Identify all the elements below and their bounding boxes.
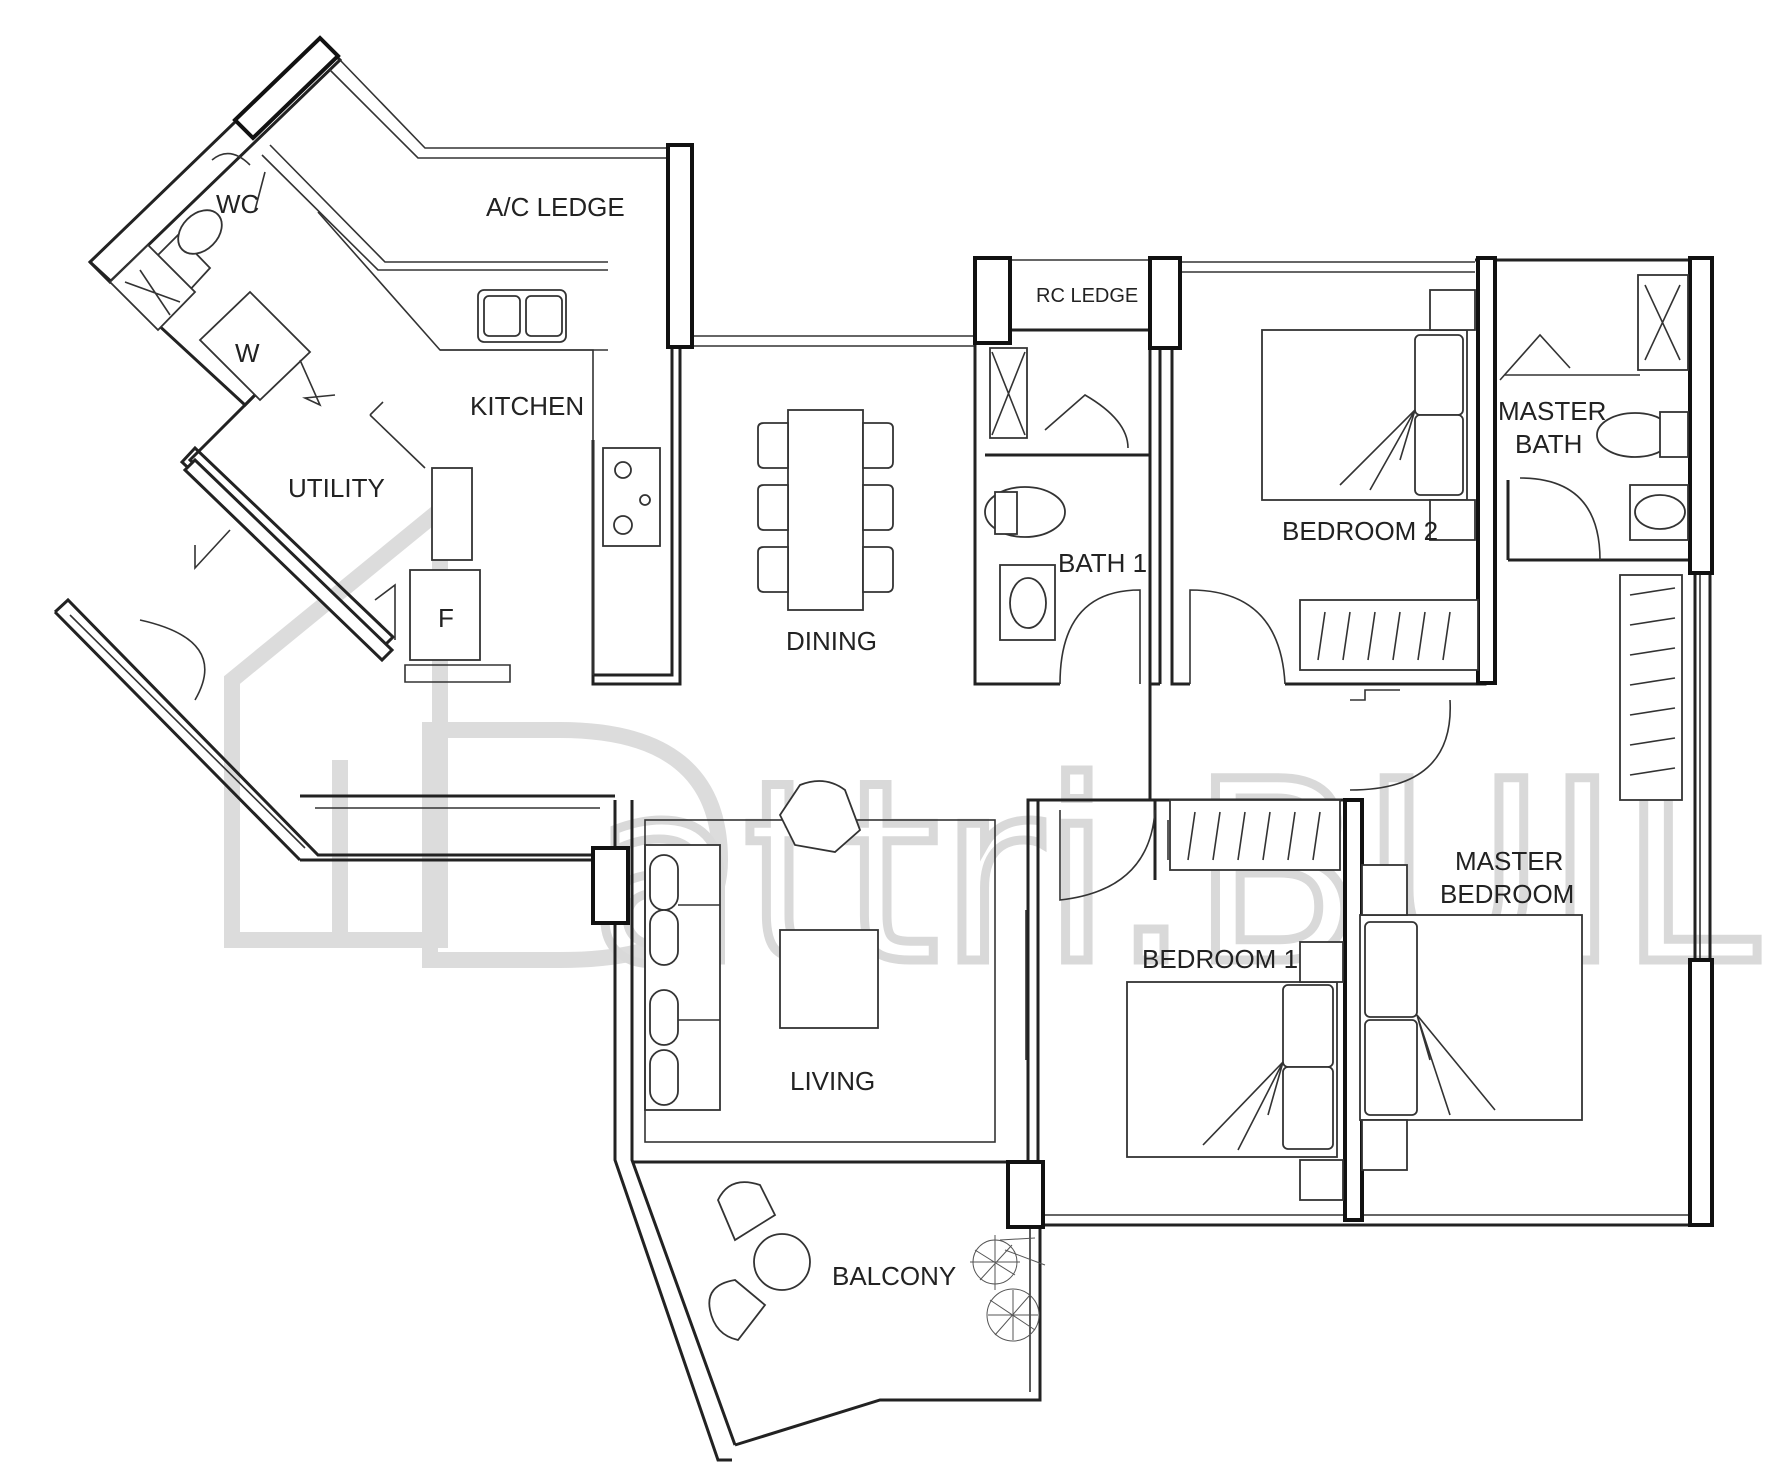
label-master-bath-line1: MASTER <box>1498 396 1606 426</box>
wardrobe <box>1299 599 1479 671</box>
label-master-bedroom-line2: BEDROOM <box>1440 879 1574 909</box>
dining-table <box>787 409 864 611</box>
room-labels: A/C LEDGE WC W KITCHEN UTILITY F DINING … <box>216 189 1606 1291</box>
wardrobe <box>1169 799 1341 871</box>
label-wc: WC <box>216 189 259 219</box>
label-bedroom-1: BEDROOM 1 <box>1142 944 1298 974</box>
label-ac-ledge: A/C LEDGE <box>486 192 625 222</box>
wardrobe <box>1619 574 1683 801</box>
fridge-icon <box>409 569 481 661</box>
dining-chair-icon <box>757 422 789 469</box>
label-rc-ledge: RC LEDGE <box>1036 285 1138 307</box>
label-utility: UTILITY <box>288 473 385 503</box>
watermark-text: attri.BUILD <box>590 728 1772 1019</box>
columns <box>232 35 1714 1229</box>
balcony-chair-icon <box>717 1181 777 1242</box>
label-living: LIVING <box>790 1066 875 1096</box>
label-w: W <box>235 338 260 368</box>
label-balcony: BALCONY <box>832 1261 956 1291</box>
balcony-table <box>753 1233 811 1291</box>
fixtures <box>108 152 1689 1342</box>
plant-icon <box>970 1235 1046 1342</box>
label-master-bedroom-line1: MASTER <box>1455 846 1563 876</box>
label-bedroom-2: BEDROOM 2 <box>1282 516 1438 546</box>
washer-icon <box>198 290 312 402</box>
wc-door-icon <box>211 152 266 211</box>
balcony-chair-icon <box>708 1279 767 1342</box>
armchair-icon <box>778 780 862 853</box>
label-master-bath-line2: BATH <box>1515 429 1582 459</box>
coffee-table <box>779 929 879 1029</box>
stove-icon <box>602 447 661 547</box>
label-dining: DINING <box>786 626 877 656</box>
label-f: F <box>438 603 454 633</box>
watermark-house-icon <box>224 493 448 948</box>
entrance-door-icon <box>139 529 231 701</box>
label-bath-1: BATH 1 <box>1058 548 1147 578</box>
label-kitchen: KITCHEN <box>470 391 584 421</box>
